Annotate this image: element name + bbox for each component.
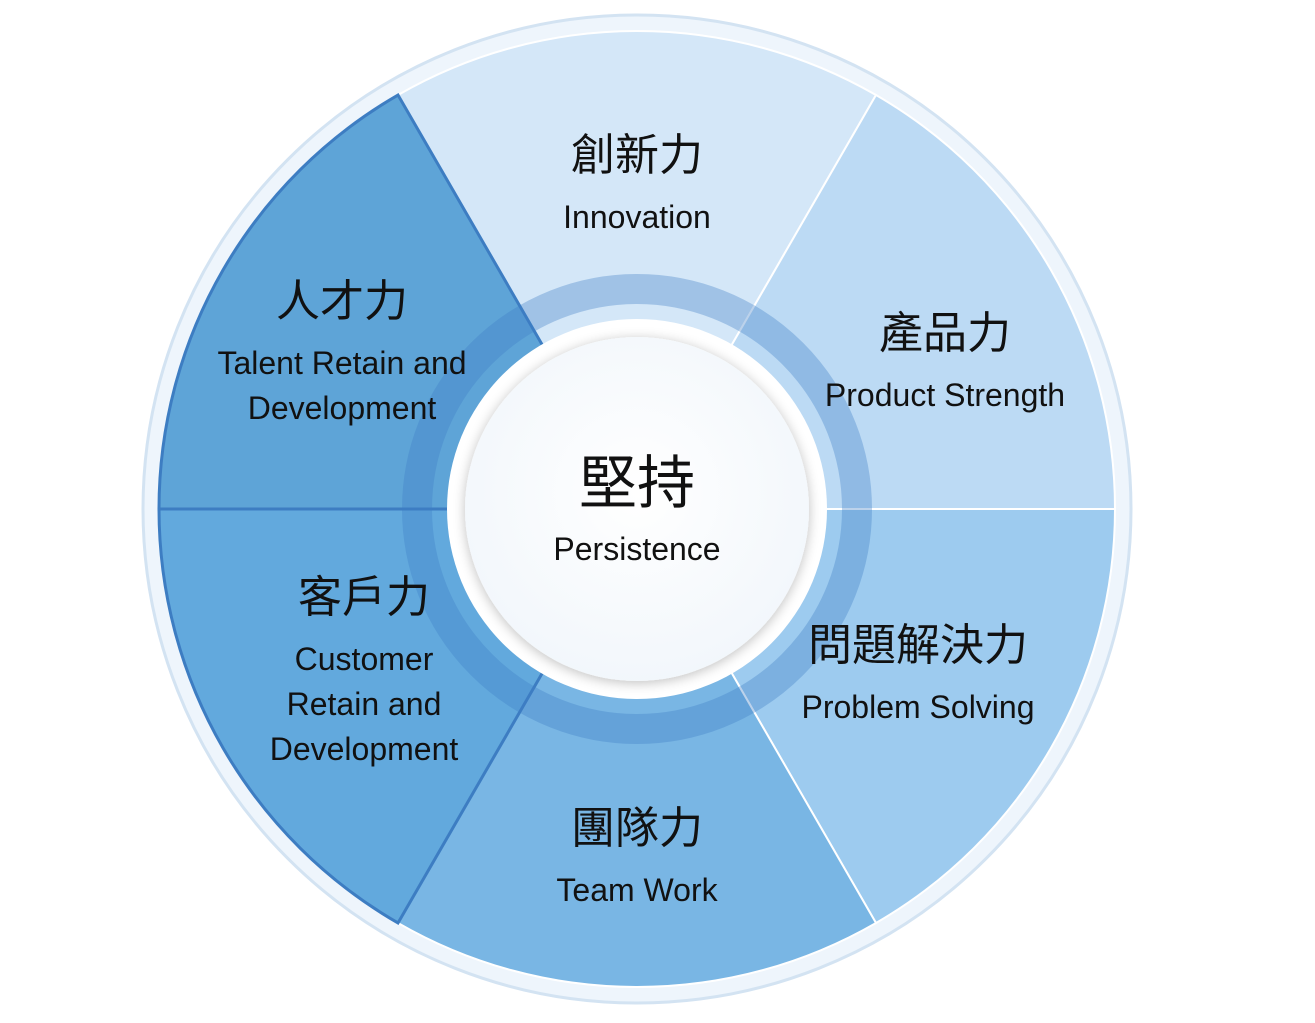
inner-glow-ring: [402, 274, 872, 744]
segment-talent-title-zh: 人才力: [276, 276, 408, 327]
center-hub: [465, 337, 809, 681]
segment-innovation-title-en: Innovation: [563, 199, 711, 235]
segment-innovation-title-zh: 創新力: [571, 130, 703, 181]
segment-customer-title-en: Development: [270, 731, 459, 767]
center-title-zh: 堅持: [579, 449, 695, 517]
segment-product-title-en: Product Strength: [825, 377, 1065, 413]
segment-talent-title-en: Talent Retain and: [217, 345, 466, 381]
segment-problem-title-en: Problem Solving: [802, 689, 1035, 725]
segment-talent-title-en: Development: [248, 390, 437, 426]
segment-customer-title-en: Retain and: [287, 686, 442, 722]
segment-customer-title-en: Customer: [295, 641, 434, 677]
center-title-en: Persistence: [553, 531, 720, 567]
segment-team-title-en: Team Work: [556, 872, 718, 908]
segment-team-title-zh: 團隊力: [571, 803, 703, 854]
segment-product-title-zh: 產品力: [879, 308, 1011, 359]
segment-customer-title-zh: 客戶力: [298, 572, 430, 623]
segment-problem-title-zh: 問題解決力: [808, 620, 1028, 671]
